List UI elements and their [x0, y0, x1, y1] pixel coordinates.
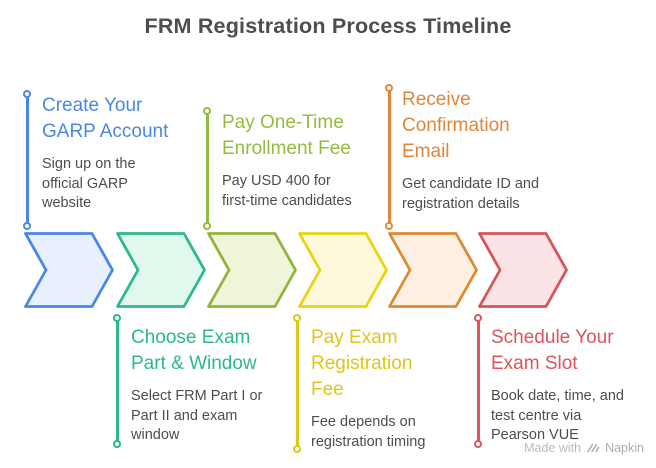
step-title: Schedule Your Exam Slot	[491, 327, 614, 374]
step-label-3: Pay One-Time Enrollment Fee Pay USD 400 …	[222, 110, 384, 211]
step-description: Get candidate ID and registration detail…	[402, 176, 540, 212]
page-title: FRM Registration Process Timeline	[144, 14, 512, 38]
step-label-4: Pay Exam Registration Fee Fee depends on…	[311, 325, 461, 452]
step-title: Receive Confirmation Email	[402, 89, 510, 162]
step-title: Create Your GARP Account	[42, 95, 169, 142]
step-description: Pay USD 400 for first-time candidates	[222, 173, 352, 209]
watermark-brand-text: Napkin	[605, 441, 644, 455]
step-description: Sign up on the official GARP website	[42, 156, 136, 211]
chevron-arrow-icon	[298, 232, 388, 308]
connector-step-1	[23, 90, 31, 230]
watermark-made-with-text: Made with	[524, 441, 582, 455]
connector-step-4	[293, 314, 301, 453]
connector-step-6	[474, 314, 482, 448]
chevron-arrow-icon	[388, 232, 478, 308]
step-label-6: Schedule Your Exam Slot Book date, time,…	[491, 325, 649, 446]
connector-step-5	[385, 84, 393, 230]
chevron-arrow-icon	[207, 232, 297, 308]
step-description: Fee depends on registration timing	[311, 414, 426, 450]
step-description: Book date, time, and test centre via Pea…	[491, 388, 624, 443]
step-label-5: Receive Confirmation Email Get candidate…	[402, 87, 564, 214]
napkin-hatch-icon	[587, 443, 600, 453]
step-title: Pay One-Time Enrollment Fee	[222, 112, 351, 159]
napkin-watermark: Made with Napkin	[524, 441, 644, 455]
step-label-1: Create Your GARP Account Sign up on the …	[42, 93, 194, 214]
chevron-arrow-icon	[24, 232, 114, 308]
step-description: Select FRM Part I or Part II and exam wi…	[131, 388, 263, 443]
step-title: Pay Exam Registration Fee	[311, 327, 413, 400]
chevron-arrow-icon	[116, 232, 206, 308]
step-title: Choose Exam Part & Window	[131, 327, 257, 374]
chevron-arrow-icon	[478, 232, 568, 308]
step-label-2: Choose Exam Part & Window Select FRM Par…	[131, 325, 291, 446]
connector-step-3	[203, 107, 211, 230]
connector-step-2	[113, 314, 121, 448]
